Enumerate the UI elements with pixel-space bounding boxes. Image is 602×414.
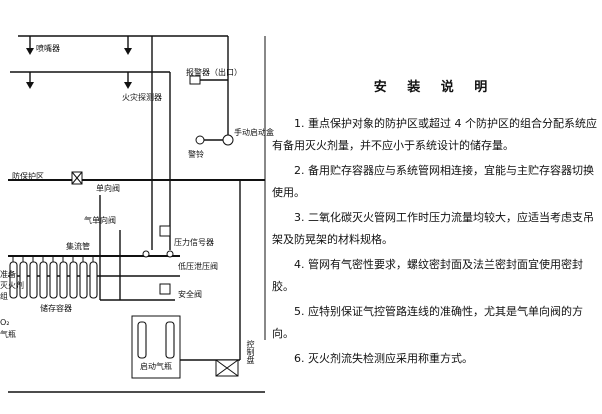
pressure-switch-icon xyxy=(159,225,171,237)
installation-notes: 安 装 说 明 1. 重点保护对象的防护区或超过 4 个防护区的组合分配系统应有… xyxy=(272,70,597,373)
selector-valve-icon xyxy=(142,250,150,258)
start-gas-frame xyxy=(131,315,181,379)
label-left-edge-4: O₂ xyxy=(0,318,10,327)
note-item: 6. 灭火剂流失检测应采用称重方式。 xyxy=(294,352,473,365)
start-gas-cylinder xyxy=(137,321,147,359)
nozzle-icon xyxy=(26,48,34,55)
note-item: 5. 应特别保证气控管路连线的准确性，尤其是气单向阀的方向。 xyxy=(272,305,583,340)
label-storage-bottles: 储存容器 xyxy=(40,304,72,313)
notes-title: 安 装 说 明 xyxy=(373,80,496,95)
fire-suppression-diagram xyxy=(8,35,266,393)
label-alarm-bell: 警铃 xyxy=(188,150,204,159)
label-left-edge-1: 准备 xyxy=(0,270,16,279)
label-check-valve: 单向阀 xyxy=(96,184,120,193)
label-gas-valve: 气单向阀 xyxy=(84,216,116,225)
label-nozzle: 喷嘴器 xyxy=(36,44,60,53)
nozzle-icon xyxy=(124,82,132,89)
nozzle-icon xyxy=(26,82,34,89)
note-item: 1. 重点保护对象的防护区或超过 4 个防护区的组合分配系统应有备用灭火剂量，并… xyxy=(272,117,597,152)
label-left-edge-3: 组 xyxy=(0,292,8,301)
label-fire-alarm: 报警器（出口） xyxy=(186,68,242,77)
label-safety-valve: 安全阀 xyxy=(178,290,202,299)
label-pressure-switch: 压力信号器 xyxy=(174,238,214,247)
note-item: 4. 管网有气密性要求，螺纹密封面及法兰密封面宜使用密封胶。 xyxy=(272,258,583,293)
label-header-pipe: 集流管 xyxy=(66,242,90,251)
manual-start-icon xyxy=(222,134,234,146)
start-gas-cylinder xyxy=(165,321,175,359)
label-manual-start: 手动启动盒 xyxy=(234,128,274,137)
selector-valve-icon xyxy=(166,250,174,258)
safety-valve-icon xyxy=(159,283,171,295)
label-protected-zone: 防保护区 xyxy=(12,172,44,181)
note-item: 3. 二氧化碳灭火管网工作时压力流量均较大，应适当考虑支吊架及防晃架的材料规格。 xyxy=(272,211,594,246)
label-control-panel: 控制盘 xyxy=(246,340,255,364)
note-item: 2. 备用贮存容器应与系统管网相连接，宜能与主贮存容器切换使用。 xyxy=(272,164,594,199)
fire-alarm-icon xyxy=(189,75,201,85)
label-left-edge-2: 灭火剂 xyxy=(0,281,24,290)
label-start-gas: 启动气瓶 xyxy=(140,362,172,371)
label-left-edge-5: 气瓶 xyxy=(0,330,16,339)
alarm-bell-icon xyxy=(195,135,205,145)
label-fire-detector: 火灾探测器 xyxy=(122,93,162,102)
nozzle-icon xyxy=(124,48,132,55)
label-pressure-relief: 低压泄压阀 xyxy=(178,262,218,271)
storage-bottles xyxy=(9,261,98,299)
